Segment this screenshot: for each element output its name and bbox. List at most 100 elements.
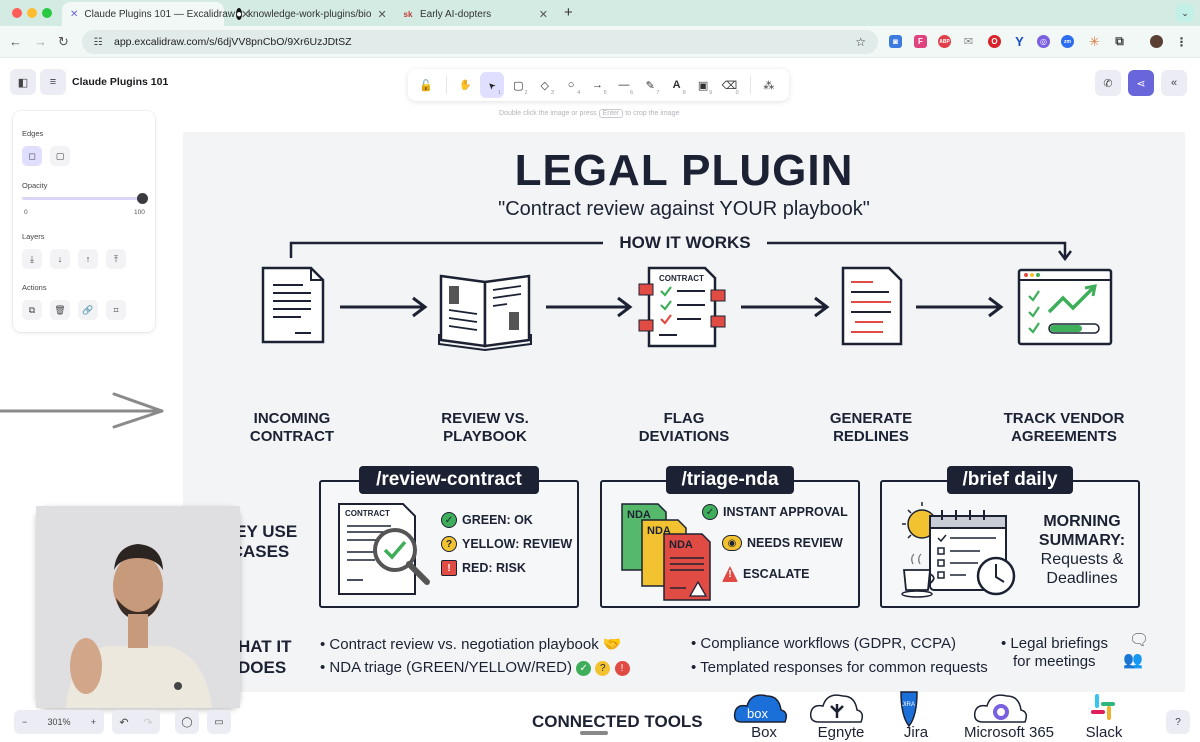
bookmark-star-icon[interactable]: ☆ [855, 35, 866, 49]
step-label-line: INCOMING [253, 410, 331, 427]
tool-extra-tools[interactable]: ⁂ [757, 72, 781, 98]
reload-button[interactable]: ↻ [58, 34, 69, 49]
eraser-icon: ⌫ [721, 79, 738, 92]
collapse-sidebar-button[interactable]: « [1161, 70, 1187, 96]
tool-line[interactable]: —6 [612, 72, 636, 98]
canvas-arrow-element[interactable] [0, 389, 170, 429]
comments-button[interactable]: ◯ [175, 710, 199, 734]
adblock-icon[interactable]: ABP [938, 35, 951, 48]
bring-to-front-button[interactable]: ⤒ [106, 249, 126, 269]
extension-icon[interactable]: ◙ [889, 35, 902, 48]
share-button[interactable]: ⋖ [1128, 70, 1154, 96]
tool-diamond[interactable]: ◇3 [533, 72, 557, 98]
tool-image[interactable]: ▣9 [691, 72, 715, 98]
browser-tab-bar: ✕ Claude Plugins 101 — Excalidraw ✕ ● kn… [0, 0, 1200, 26]
calendar-coffee-clock-icon [901, 502, 1016, 598]
zoom-out-button[interactable]: − [22, 717, 28, 727]
label-line: KEY USE [222, 522, 298, 541]
label-line: CASES [230, 542, 290, 561]
extension-icon[interactable]: ◎ [1037, 35, 1050, 48]
legend-text: ESCALATE [743, 567, 810, 581]
extension-icon[interactable]: zm [1061, 35, 1074, 48]
maximize-window-button[interactable] [42, 8, 52, 18]
extensions-puzzle-icon[interactable]: ⧉ [1115, 34, 1124, 48]
edges-sharp-button[interactable]: ◻ [22, 146, 42, 166]
close-window-button[interactable] [12, 8, 22, 18]
site-settings-icon[interactable]: ☷ [93, 36, 103, 48]
opera-icon[interactable]: O [988, 35, 1001, 48]
triage-nda-command: /triage-nda [666, 466, 794, 494]
nda-label: NDA [669, 539, 693, 551]
mail-icon[interactable]: ✉ [963, 36, 974, 48]
back-button[interactable]: ← [9, 34, 22, 49]
close-tab-icon[interactable]: ✕ [241, 8, 251, 21]
bullet-nda-triage: • NDA triage (GREEN/YELLOW/RED) ✓ ? ! [320, 659, 630, 676]
share-icon: ⋖ [1136, 77, 1146, 90]
close-tab-icon[interactable]: ✕ [538, 8, 548, 21]
delete-button[interactable]: 🗑 [50, 300, 70, 320]
bring-forward-button[interactable]: ↑ [78, 249, 98, 269]
shortcut-key: 4 [577, 90, 581, 96]
check-circle-icon: ✓ [702, 504, 718, 520]
redo-icon[interactable]: ↷ [143, 716, 153, 729]
forward-button[interactable]: → [34, 34, 47, 49]
zoom-in-button[interactable]: + [90, 717, 96, 727]
tool-selection[interactable]: ➤1 [479, 72, 505, 98]
legend-text: RED: RISK [462, 561, 526, 575]
tool-arrow[interactable]: →5 [585, 72, 609, 98]
address-bar[interactable]: ☷ app.excalidraw.com/s/6djVV8pnCbO/9Xr6U… [82, 30, 878, 54]
url-text[interactable]: app.excalidraw.com/s/6djVV8pnCbO/9Xr6UzJ… [114, 36, 352, 48]
edges-round-button[interactable]: ▢ [50, 146, 70, 166]
send-to-back-button[interactable]: ⤓ [22, 249, 42, 269]
link-button[interactable]: 🔗 [78, 300, 98, 320]
ellipse-icon: ○ [567, 79, 575, 91]
close-tab-icon[interactable]: ✕ [377, 8, 387, 21]
tool-lock[interactable]: 🔓 [414, 72, 438, 98]
opacity-slider[interactable] [22, 197, 142, 200]
legend-yellow-review: ?YELLOW: REVIEW [441, 536, 572, 552]
help-button[interactable]: ? [1166, 710, 1190, 734]
opacity-slider-handle[interactable] [137, 193, 148, 204]
presentation-button[interactable]: ▭ [207, 710, 231, 734]
zoom-level[interactable]: 301% [47, 717, 71, 727]
profile-avatar[interactable] [1150, 35, 1163, 48]
flow-arrow-icon [916, 296, 1004, 318]
handshake-icon: 🤝 [602, 636, 622, 653]
claude-icon[interactable]: ✳ [1089, 33, 1100, 49]
tool-eraser[interactable]: ⌫0 [717, 72, 741, 98]
tab-early-ai-dopters[interactable]: sk Early AI-dopters ✕ [394, 2, 556, 26]
nda-stack-icon: NDA NDA NDA [621, 503, 711, 601]
toggle-library-button[interactable]: ◧ [10, 69, 36, 95]
tool-hand[interactable]: ✋ [453, 72, 477, 98]
new-tab-button[interactable]: + [564, 4, 573, 21]
people-icon: 👥 [1123, 652, 1143, 669]
legend-red-risk: !RED: RISK [441, 560, 526, 576]
toolbar-divider [446, 76, 448, 94]
extension-icon[interactable]: Y [1015, 34, 1024, 49]
tab-title: Claude Plugins 101 — Excalidraw [84, 8, 236, 20]
browser-menu-icon[interactable]: ⋮ [1175, 34, 1188, 49]
crop-button[interactable]: ⌗ [106, 300, 126, 320]
tab-excalidraw[interactable]: ✕ Claude Plugins 101 — Excalidraw ✕ [62, 2, 250, 26]
duplicate-button[interactable]: ⧉ [22, 300, 42, 320]
undo-icon[interactable]: ↶ [119, 716, 129, 729]
tab-search-button[interactable]: ⌄ [1176, 4, 1194, 22]
tab-github[interactable]: ● knowledge-work-plugins/bio ✕ [228, 2, 390, 26]
legal-plugin-infographic[interactable]: LEGAL PLUGIN "Contract review against YO… [183, 132, 1185, 741]
minimize-window-button[interactable] [27, 8, 37, 18]
tool-ellipse[interactable]: ○4 [559, 72, 583, 98]
shortcut-key: 3 [550, 90, 554, 96]
send-backward-button[interactable]: ↓ [50, 249, 70, 269]
document-title[interactable]: Claude Plugins 101 [72, 76, 169, 88]
tool-jira: Jira [903, 724, 929, 741]
collab-call-button[interactable]: ✆ [1095, 70, 1121, 96]
horizontal-scroll-handle[interactable] [580, 731, 608, 735]
step-label-line: DEVIATIONS [638, 428, 730, 445]
bullet-templated-responses: • Templated responses for common request… [691, 659, 988, 676]
tool-draw[interactable]: ✎7 [638, 72, 662, 98]
main-menu-button[interactable]: ≡ [40, 69, 66, 95]
extension-icon[interactable]: F [914, 35, 927, 48]
tool-rectangle[interactable]: ▢2 [506, 72, 530, 98]
